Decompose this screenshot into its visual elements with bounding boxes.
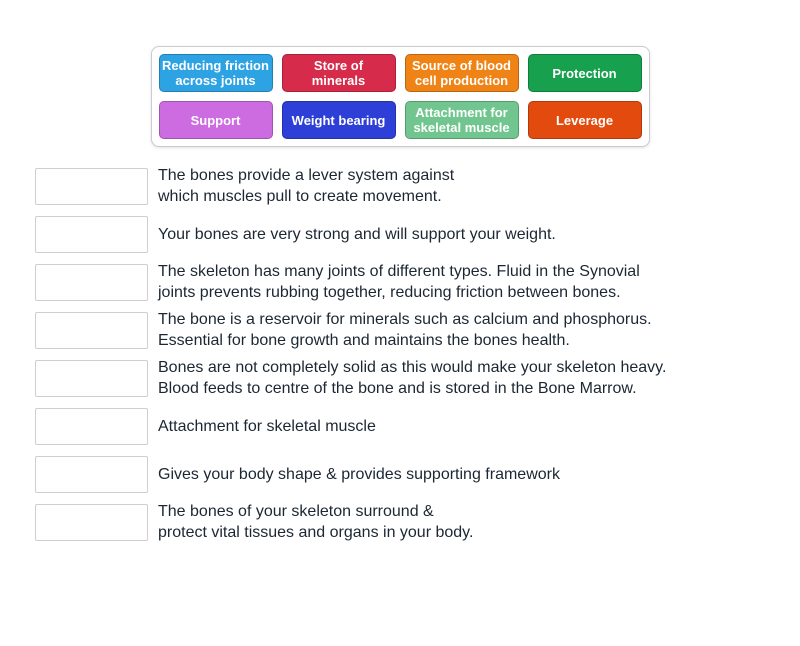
drop-zone-8[interactable]: [35, 503, 148, 541]
match-row: Your bones are very strong and will supp…: [35, 210, 800, 258]
tile-label: Protection: [552, 65, 617, 81]
match-row: Bones are not completely solid as this w…: [35, 354, 800, 402]
definition-text-8: The bones of your skeleton surround & pr…: [158, 503, 474, 541]
definition-text-7: Gives your body shape & provides support…: [158, 465, 560, 483]
tile-store-of-minerals[interactable]: Store of minerals: [281, 54, 396, 92]
drop-zone-2[interactable]: [35, 215, 148, 253]
match-row: Gives your body shape & provides support…: [35, 450, 800, 498]
match-row: Attachment for skeletal muscle: [35, 402, 800, 450]
tile-leverage[interactable]: Leverage: [527, 101, 642, 139]
definition-text-5: Bones are not completely solid as this w…: [158, 359, 667, 397]
tile-label: Reducing friction across joints: [162, 58, 269, 88]
tile-label: Attachment for skeletal muscle: [413, 105, 510, 135]
tile-blood-cell-production[interactable]: Source of blood cell production: [404, 54, 519, 92]
drop-zone-1[interactable]: [35, 167, 148, 205]
tile-attachment-skeletal-muscle[interactable]: Attachment for skeletal muscle: [404, 101, 519, 139]
tile-label: Leverage: [555, 112, 614, 128]
tile-label: Source of blood cell production: [412, 58, 511, 88]
match-row: The bones provide a lever system against…: [35, 162, 800, 210]
answer-tile-bank: Reducing friction across joints Store of…: [150, 46, 650, 147]
match-row: The bones of your skeleton surround & pr…: [35, 498, 800, 546]
tile-label: Weight bearing: [291, 112, 386, 128]
match-row: The skeleton has many joints of differen…: [35, 258, 800, 306]
tile-weight-bearing[interactable]: Weight bearing: [281, 101, 396, 139]
definition-text-3: The skeleton has many joints of differen…: [158, 263, 640, 301]
definition-text-1: The bones provide a lever system against…: [158, 167, 455, 205]
tile-reducing-friction[interactable]: Reducing friction across joints: [158, 54, 273, 92]
tile-support[interactable]: Support: [158, 101, 273, 139]
definition-text-2: Your bones are very strong and will supp…: [158, 225, 556, 243]
drop-zone-4[interactable]: [35, 311, 148, 349]
definition-text-4: The bone is a reservoir for minerals suc…: [158, 311, 652, 349]
definition-list: The bones provide a lever system against…: [35, 162, 800, 546]
definition-text-6: Attachment for skeletal muscle: [158, 417, 376, 435]
drop-zone-5[interactable]: [35, 359, 148, 397]
tile-label: Store of minerals: [311, 58, 366, 88]
match-row: The bone is a reservoir for minerals suc…: [35, 306, 800, 354]
drop-zone-3[interactable]: [35, 263, 148, 301]
tile-label: Support: [190, 112, 241, 128]
drop-zone-7[interactable]: [35, 455, 148, 493]
tile-protection[interactable]: Protection: [527, 54, 642, 92]
drop-zone-6[interactable]: [35, 407, 148, 445]
